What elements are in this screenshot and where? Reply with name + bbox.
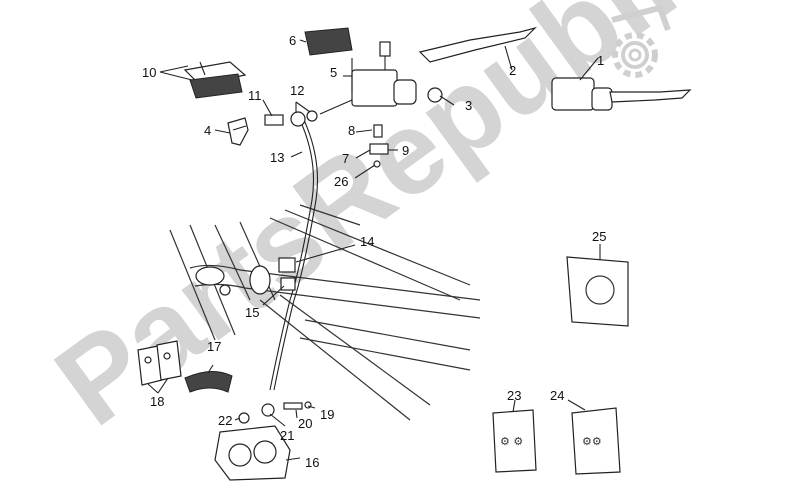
part-17-spring bbox=[184, 371, 233, 393]
label-15: 15 bbox=[245, 305, 259, 320]
label-21: 21 bbox=[280, 428, 294, 443]
brand-mark-accent bbox=[611, 4, 671, 32]
label-17: 17 bbox=[207, 339, 221, 354]
label-4: 4 bbox=[204, 123, 211, 138]
label-11: 11 bbox=[248, 88, 262, 103]
label-2: 2 bbox=[509, 63, 516, 78]
part-24-kit: ⚙⚙ bbox=[571, 407, 621, 475]
label-24: 24 bbox=[550, 388, 564, 403]
label-13: 13 bbox=[270, 150, 284, 165]
gear-icon bbox=[612, 32, 658, 78]
label-10: 10 bbox=[142, 65, 156, 80]
label-5: 5 bbox=[330, 65, 337, 80]
label-16: 16 bbox=[305, 455, 319, 470]
part-14-15-clips bbox=[278, 257, 296, 291]
label-3: 3 bbox=[465, 98, 472, 113]
label-8: 8 bbox=[348, 123, 355, 138]
label-26: 26 bbox=[334, 174, 348, 189]
part-2-lever bbox=[418, 26, 538, 63]
svg-text:⚙⚙: ⚙⚙ bbox=[582, 435, 602, 448]
part-number-labels: 1 2 3 4 5 6 7 8 9 10 11 12 13 14 15 16 1… bbox=[142, 33, 606, 470]
label-7: 7 bbox=[342, 151, 349, 166]
label-14: 14 bbox=[360, 234, 374, 249]
part-4-cap bbox=[227, 117, 249, 146]
label-18: 18 bbox=[150, 394, 164, 409]
watermark: PartsRepublik bbox=[33, 0, 753, 451]
svg-text:⚙ ⚙: ⚙ ⚙ bbox=[500, 435, 523, 448]
part-23-kit: ⚙ ⚙ bbox=[492, 409, 537, 473]
label-19: 19 bbox=[320, 407, 334, 422]
part-5-master-cylinder bbox=[351, 41, 443, 107]
part-1-master-cylinder-assembly bbox=[551, 57, 692, 111]
part-7-switch bbox=[369, 124, 389, 168]
label-1: 1 bbox=[597, 53, 604, 68]
part-16-caliper bbox=[214, 425, 291, 481]
part-25-kit bbox=[566, 256, 629, 327]
brake-hose bbox=[269, 119, 314, 391]
part-19-22-fittings bbox=[238, 401, 312, 424]
label-23: 23 bbox=[507, 388, 521, 403]
label-9: 9 bbox=[402, 143, 409, 158]
watermark-text: PartsRepublik bbox=[33, 0, 753, 451]
part-6-grip bbox=[304, 27, 353, 56]
label-22: 22 bbox=[218, 413, 232, 428]
part-10-cover bbox=[183, 61, 247, 99]
label-25: 25 bbox=[592, 229, 606, 244]
part-18-pads bbox=[137, 340, 182, 386]
part-11-12-banjo bbox=[264, 99, 353, 127]
label-12: 12 bbox=[290, 83, 304, 98]
label-20: 20 bbox=[298, 416, 312, 431]
leader-lines bbox=[147, 39, 601, 461]
label-6: 6 bbox=[289, 33, 296, 48]
